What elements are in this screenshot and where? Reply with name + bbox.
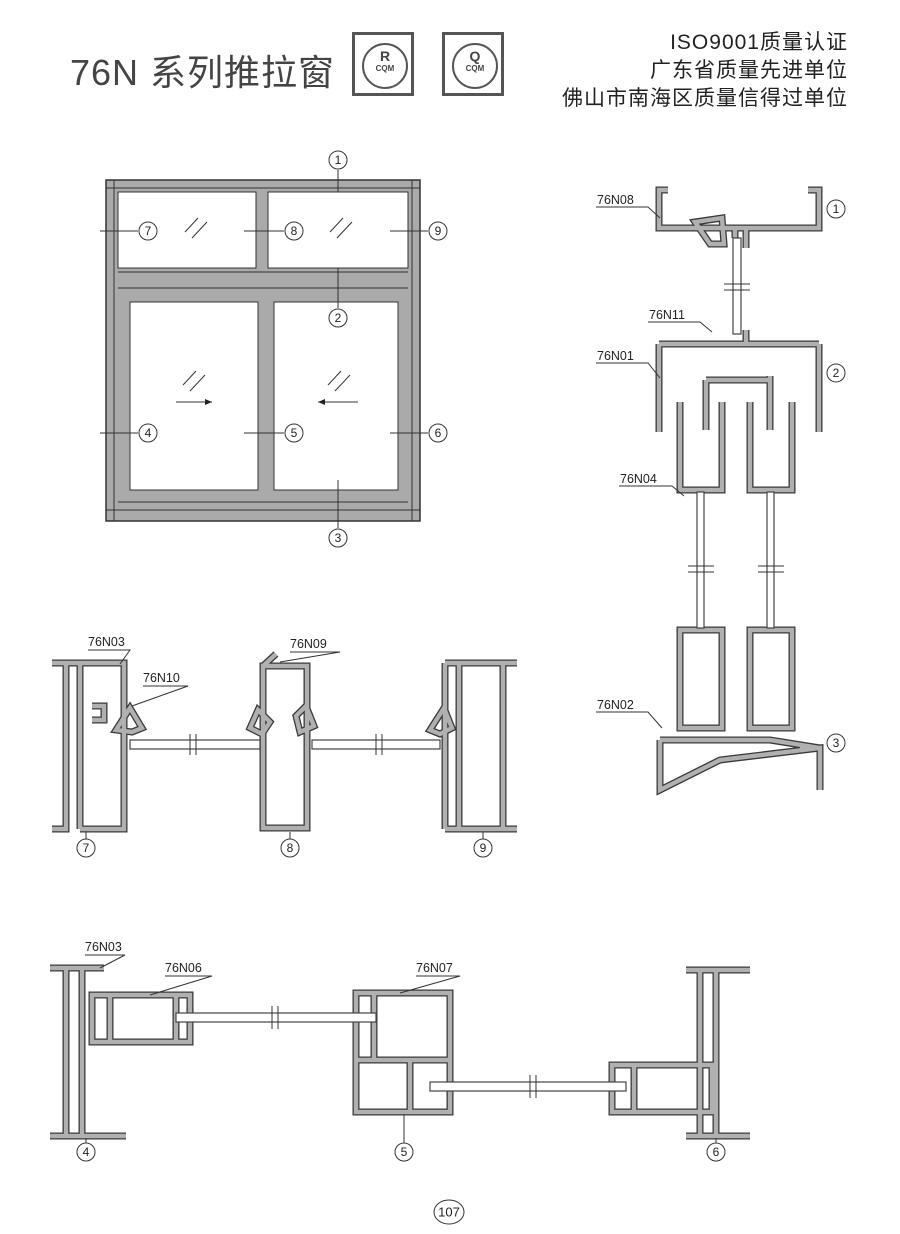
profile-label-76n08: 76N08 bbox=[597, 193, 634, 207]
callout-3: 3 bbox=[826, 733, 846, 753]
svg-text:7: 7 bbox=[83, 841, 90, 855]
profile-label-76n07: 76N07 bbox=[416, 961, 453, 975]
profile-label-76n03: 76N03 bbox=[85, 940, 122, 954]
profile-label-76n10: 76N10 bbox=[143, 671, 180, 685]
svg-text:6: 6 bbox=[435, 426, 442, 440]
profile-label-76n04: 76N04 bbox=[620, 472, 657, 486]
certification-line: ISO9001质量认证 bbox=[670, 31, 848, 54]
certification-line: 广东省质量先进单位 bbox=[650, 59, 848, 82]
svg-text:9: 9 bbox=[480, 841, 487, 855]
svg-text:3: 3 bbox=[335, 531, 342, 545]
callout-9: 9 bbox=[428, 221, 448, 241]
glass-hatch-icon bbox=[182, 217, 353, 392]
callout-8: 8 bbox=[280, 838, 300, 858]
svg-text:8: 8 bbox=[291, 224, 298, 238]
callout-7: 7 bbox=[138, 221, 158, 241]
profile-label-76n11: 76N11 bbox=[649, 308, 685, 322]
svg-text:9: 9 bbox=[435, 224, 442, 238]
sash-section: 76N03 76N06 76N07 4 5 6 bbox=[50, 940, 750, 1162]
callout-5: 5 bbox=[284, 423, 304, 443]
callout-1: 1 bbox=[826, 199, 846, 219]
window-elevation: 1 2 3 4 5 6 7 8 9 bbox=[100, 150, 448, 548]
profile-label-76n02: 76N02 bbox=[597, 698, 634, 712]
callout-1: 1 bbox=[328, 150, 348, 170]
callout-9: 9 bbox=[473, 838, 493, 858]
svg-text:5: 5 bbox=[291, 426, 298, 440]
callout-3: 3 bbox=[328, 528, 348, 548]
svg-text:3: 3 bbox=[833, 736, 840, 750]
callout-2: 2 bbox=[328, 308, 348, 328]
svg-text:8: 8 bbox=[287, 841, 294, 855]
transom-section: 76N03 76N10 76N09 7 8 9 bbox=[52, 635, 517, 858]
svg-text:4: 4 bbox=[83, 1145, 90, 1159]
certification-line: 佛山市南海区质量信得过单位 bbox=[562, 87, 848, 110]
callout-4: 4 bbox=[138, 423, 158, 443]
callout-8: 8 bbox=[284, 221, 304, 241]
svg-text:2: 2 bbox=[833, 366, 840, 380]
profile-label-76n09: 76N09 bbox=[290, 637, 327, 651]
callout-2: 2 bbox=[826, 363, 846, 383]
arrow-left-icon bbox=[318, 399, 358, 405]
svg-text:5: 5 bbox=[401, 1145, 408, 1159]
svg-text:1: 1 bbox=[335, 153, 342, 167]
profile-label-76n01: 76N01 bbox=[597, 349, 634, 363]
vertical-section: 76N08 76N11 76N01 76N04 76N02 1 2 3 bbox=[596, 190, 846, 790]
svg-text:4: 4 bbox=[145, 426, 152, 440]
callout-4: 4 bbox=[76, 1142, 96, 1162]
svg-text:2: 2 bbox=[335, 311, 342, 325]
callout-6: 6 bbox=[706, 1142, 726, 1162]
svg-text:7: 7 bbox=[145, 224, 152, 238]
callout-5: 5 bbox=[394, 1142, 414, 1162]
svg-text:107: 107 bbox=[438, 1205, 460, 1220]
page-title: 76N 系列推拉窗 bbox=[70, 52, 336, 93]
arrow-right-icon bbox=[176, 399, 212, 405]
callout-6: 6 bbox=[428, 423, 448, 443]
callout-7: 7 bbox=[76, 838, 96, 858]
profile-label-76n06: 76N06 bbox=[165, 961, 202, 975]
page-number: 107 bbox=[433, 1199, 465, 1225]
svg-text:6: 6 bbox=[713, 1145, 720, 1159]
svg-text:1: 1 bbox=[833, 202, 840, 216]
profile-label-76n03: 76N03 bbox=[88, 635, 125, 649]
